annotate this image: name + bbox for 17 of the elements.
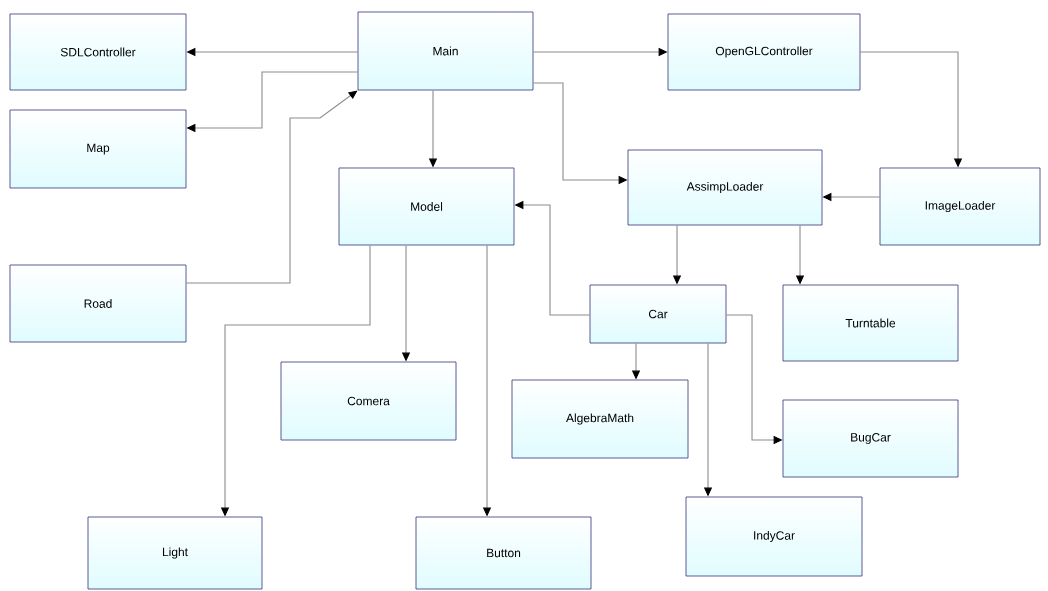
class-box: BugCar	[782, 399, 959, 478]
class-box: Map	[9, 109, 187, 189]
class-box: Light	[87, 516, 263, 590]
class-box: OpenGLController	[667, 13, 861, 91]
class-box: AssimpLoader	[627, 149, 823, 226]
class-box: Car	[589, 284, 727, 344]
arrow	[185, 90, 358, 284]
class-box: SDLController	[9, 13, 187, 91]
class-box: AlgebraMath	[511, 379, 689, 459]
class-box: Turntable	[782, 284, 959, 362]
class-box: Road	[9, 264, 187, 343]
class-box: Model	[338, 167, 515, 246]
class-box: IndyCar	[685, 496, 863, 577]
class-box: Main	[357, 11, 534, 91]
class-box: Button	[415, 516, 592, 590]
class-box: ImageLoader	[879, 167, 1041, 246]
class-box: Comera	[280, 361, 457, 441]
